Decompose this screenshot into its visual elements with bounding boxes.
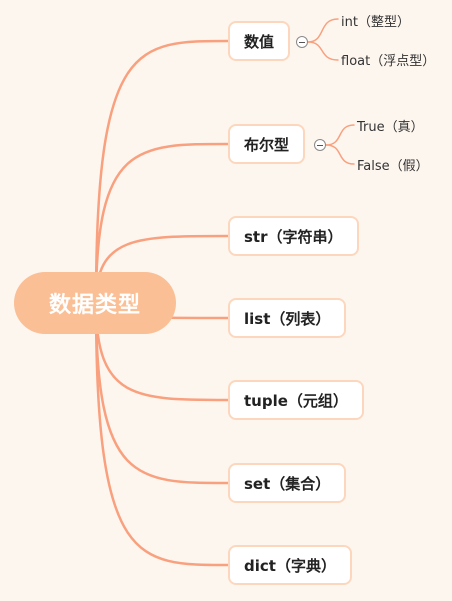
branch-node-set[interactable]: set（集合） [228, 463, 347, 503]
leaf-link-false [325, 144, 355, 165]
branch-link-boolean [94, 142, 230, 305]
leaf-true[interactable]: True（真） [357, 120, 424, 135]
collapse-toggle-boolean[interactable] [314, 139, 326, 151]
branch-link-number [94, 39, 230, 305]
leaf-link-true [325, 124, 355, 146]
branch-link-tuple [94, 301, 230, 402]
collapse-toggle-number[interactable] [296, 36, 308, 48]
branch-link-dict [94, 301, 230, 567]
leaf-false[interactable]: False（假） [357, 159, 429, 174]
branch-node-list[interactable]: list（列表） [228, 298, 347, 338]
branch-node-str[interactable]: str（字符串） [228, 216, 359, 256]
branch-node-boolean[interactable]: 布尔型 [228, 124, 306, 164]
root-node[interactable]: 数据类型 [14, 272, 176, 334]
leaf-float[interactable]: float（浮点型） [341, 54, 436, 69]
branch-node-tuple[interactable]: tuple（元组） [228, 380, 364, 420]
leaf-int[interactable]: int（整型） [341, 15, 410, 30]
branch-node-dict[interactable]: dict（字典） [228, 545, 352, 585]
leaf-link-float [307, 41, 339, 61]
branch-node-number[interactable]: 数值 [228, 21, 291, 61]
leaf-link-int [307, 18, 339, 43]
